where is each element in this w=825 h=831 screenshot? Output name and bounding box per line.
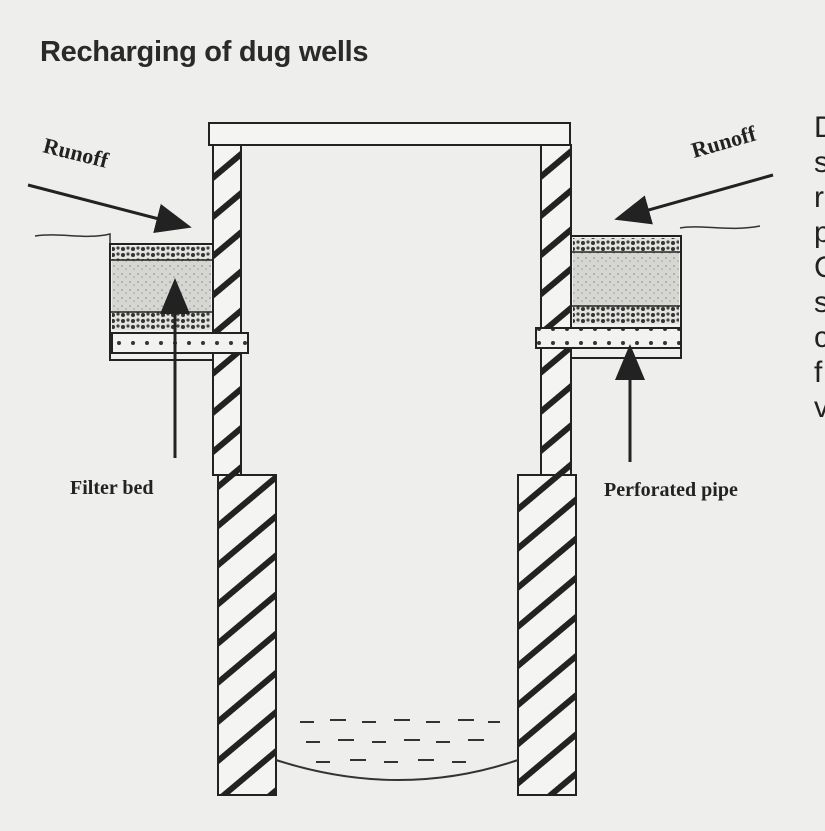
cropped-letter: s [814,146,825,179]
ground-line-right [679,225,761,230]
page-title: Recharging of dug wells [40,36,369,68]
filter-bed-label: Filter bed [70,477,154,499]
ground-line-left [34,233,111,244]
runoff-label-right: Runoff [688,120,759,162]
left-perforated-pipe [111,332,249,354]
perforated-pipe-label: Perforated pipe [604,479,738,501]
cropped-letter: f [814,356,823,389]
cropped-letter: p [814,216,825,249]
cropped-letter: C [814,251,825,284]
runoff-arrow-right [614,173,774,225]
cropped-letter: c [814,321,825,354]
well-cover-slab [208,122,571,146]
right-perforated-pipe [535,327,682,349]
cropped-letter: s [814,286,825,319]
cropped-letter: r [814,181,824,214]
well-water [275,719,519,781]
right-filter-bed [535,235,682,359]
runoff-arrow-left [27,183,192,233]
cropped-side-text: D s r p C s c f v [814,110,825,425]
cropped-letter: v [814,391,825,424]
right-well-wall [517,144,577,796]
cropped-letter: D [814,111,825,144]
left-well-wall [212,144,277,796]
runoff-label-left: Runoff [41,133,112,173]
